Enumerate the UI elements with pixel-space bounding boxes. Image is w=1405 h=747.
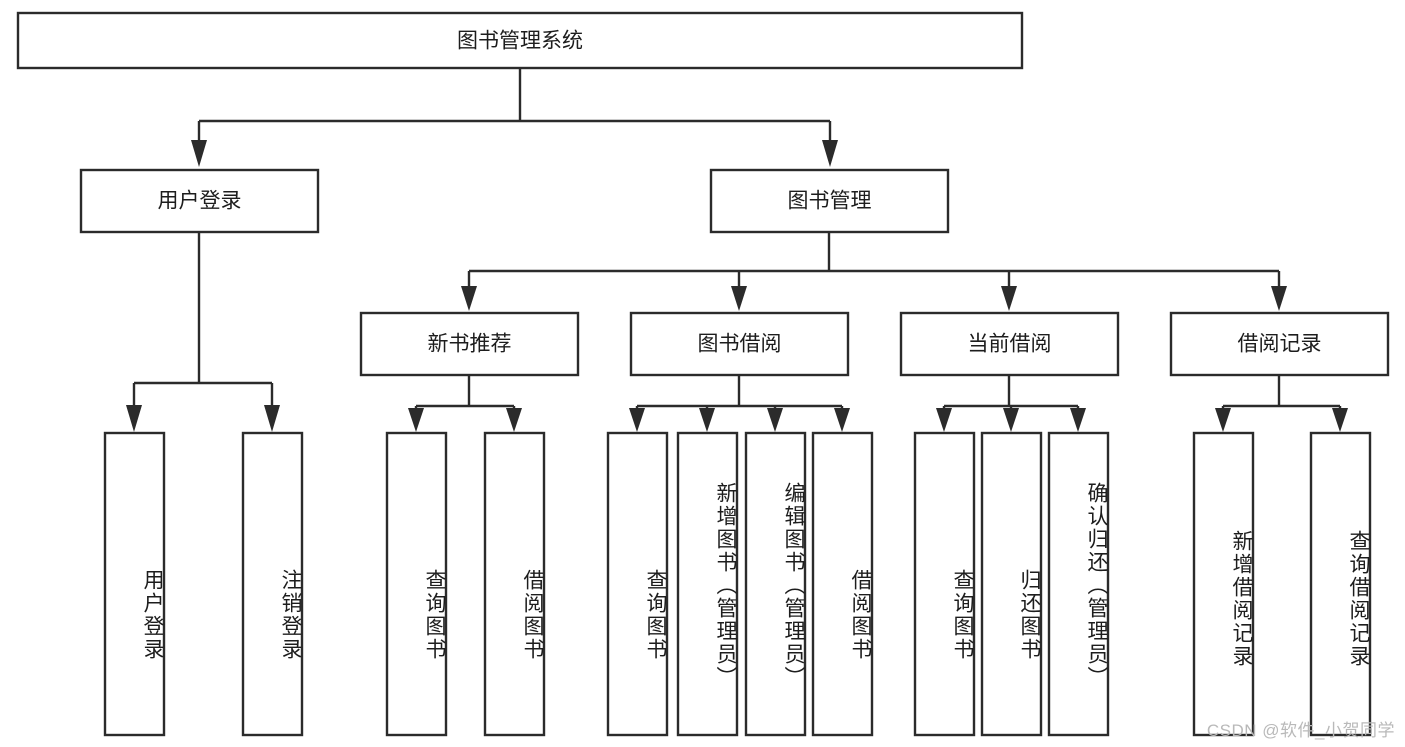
node-book-borrow[interactable]: 图书借阅 [629, 311, 850, 377]
arrow-head-icon [1070, 408, 1086, 432]
arrow-head-icon [506, 408, 522, 432]
leaf-box-current-borrow-2[interactable] [1047, 431, 1110, 737]
leaf-box-book-borrow-0[interactable] [606, 431, 669, 737]
arrow-head-icon [822, 140, 838, 167]
node-new-book-recommend[interactable]: 新书推荐 [359, 311, 580, 377]
arrow-head-icon [1271, 286, 1287, 311]
leaf-box-new-book-0[interactable] [385, 431, 448, 737]
node-book-management[interactable]: 图书管理 [709, 168, 950, 234]
leaf-box-book-borrow-1[interactable] [676, 431, 739, 737]
arrow-head-icon [461, 286, 477, 311]
arrow-head-icon [731, 286, 747, 311]
connector-bookmgmt-to-level3 [461, 232, 1287, 311]
level2-label-0: 用户登录 [158, 190, 242, 213]
arrow-head-icon [834, 408, 850, 432]
level2-box-0 [79, 168, 320, 234]
leaf-box-new-book-1[interactable] [483, 431, 546, 737]
arrow-head-icon [767, 408, 783, 432]
connector-bookborrow-to-leaves [629, 375, 850, 432]
root-label: 图书管理系统 [457, 30, 583, 53]
leaf-box-borrow-record-1[interactable] [1309, 431, 1372, 737]
level3-box-0 [359, 311, 580, 377]
arrow-head-icon [1332, 408, 1348, 432]
leaf-box-book-borrow-2[interactable] [744, 431, 807, 737]
level3-label-3: 借阅记录 [1238, 333, 1322, 356]
arrow-head-icon [1001, 286, 1017, 311]
level3-label-0: 新书推荐 [428, 333, 512, 356]
level3-label-2: 当前借阅 [968, 333, 1052, 356]
arrow-head-icon [191, 140, 207, 167]
connector-borrowrecord-to-leaves [1215, 375, 1348, 432]
leaf-box-current-borrow-0[interactable] [913, 431, 976, 737]
connector-userlogin-to-leaves [126, 232, 280, 432]
arrow-head-icon [699, 408, 715, 432]
arrow-head-icon [264, 405, 280, 432]
connector-root-to-level2 [191, 68, 838, 167]
connector-newbook-to-leaves [408, 375, 522, 432]
leaf-box-user-login-0[interactable] [103, 431, 166, 737]
node-borrow-record[interactable]: 借阅记录 [1169, 311, 1390, 377]
arrow-head-icon [629, 408, 645, 432]
node-user-login[interactable]: 用户登录 [79, 168, 320, 234]
leaf-box-current-borrow-1[interactable] [980, 431, 1043, 737]
csdn-watermark: CSDN @软件_小贺同学 [1206, 721, 1395, 740]
level2-label-1: 图书管理 [788, 190, 872, 213]
level3-label-1: 图书借阅 [698, 333, 782, 356]
level3-box-2 [899, 311, 1120, 377]
leaf-box-book-borrow-3[interactable] [811, 431, 874, 737]
arrow-head-icon [126, 405, 142, 432]
connector-currentborrow-to-leaves [936, 375, 1086, 432]
arrow-head-icon [408, 408, 424, 432]
node-current-borrow[interactable]: 当前借阅 [899, 311, 1120, 377]
leaf-box-borrow-record-0[interactable] [1192, 431, 1255, 737]
arrow-head-icon [1003, 408, 1019, 432]
arrow-head-icon [936, 408, 952, 432]
node-root[interactable]: 图书管理系统 [16, 11, 1024, 70]
arrow-head-icon [1215, 408, 1231, 432]
leaf-box-user-login-1[interactable] [241, 431, 304, 737]
root-box [16, 11, 1024, 70]
